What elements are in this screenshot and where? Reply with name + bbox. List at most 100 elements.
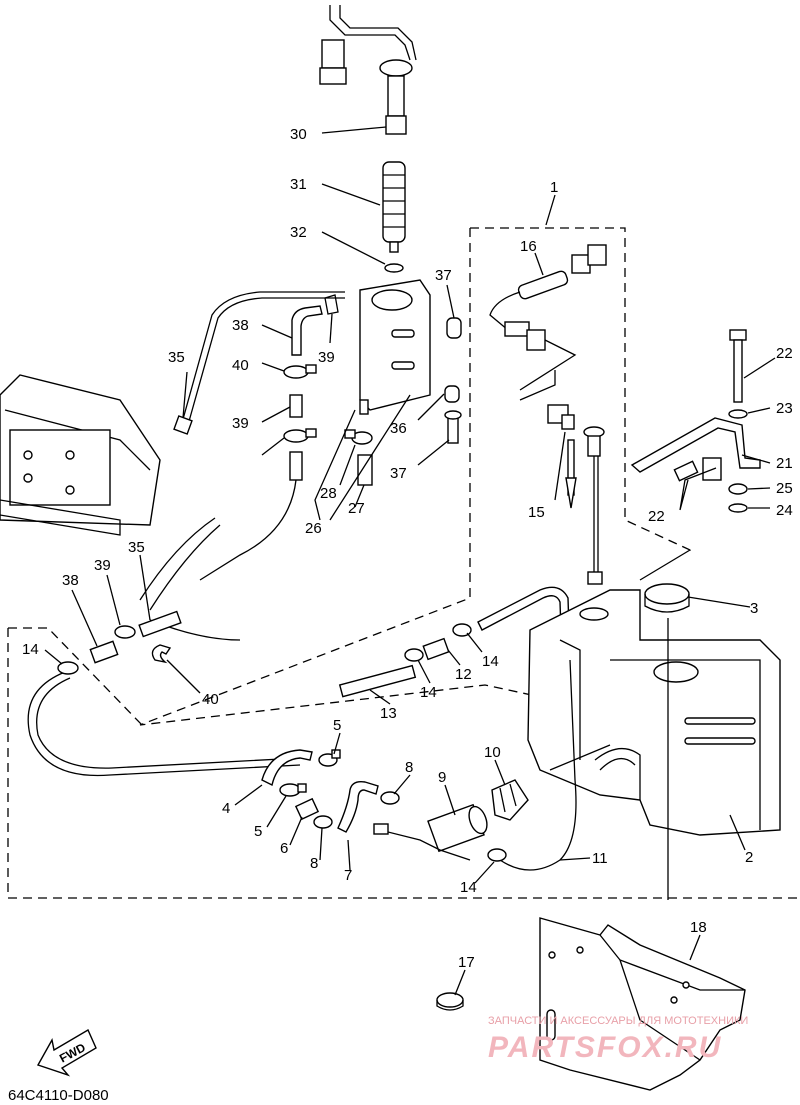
part-22-washer-bottom — [728, 503, 748, 513]
hose-long-left-inner — [36, 677, 301, 769]
part-39-clamp — [114, 625, 136, 639]
callout-34: 38 — [232, 317, 249, 334]
part-27-sensor-lead — [319, 5, 417, 135]
part-20-pad-a — [673, 460, 699, 482]
part-15-level-sensor — [519, 370, 609, 621]
callout-2: 2 — [745, 849, 753, 866]
callout-6: 6 — [280, 840, 288, 857]
part-18-bracket — [539, 917, 746, 1091]
callout-38: 38 — [62, 572, 79, 589]
callout-5-top: 5 — [333, 717, 341, 734]
assembly-1-boundary — [139, 227, 691, 726]
part-2-oil-tank — [527, 589, 781, 836]
callout-36: 39 — [232, 415, 249, 432]
callout-19: 21 — [776, 455, 793, 472]
callout-5-bottom: 5 — [254, 823, 262, 840]
part-38-joint — [89, 640, 119, 664]
part-30-sleeve — [173, 415, 193, 435]
hose-13 — [338, 664, 417, 698]
callout-20: 22 — [648, 508, 665, 525]
engine-cowling — [0, 374, 161, 536]
callout-7: 7 — [344, 867, 352, 884]
part-23-nut — [728, 483, 748, 495]
part-14-clamp-left — [57, 661, 79, 675]
callout-25: 27 — [348, 500, 365, 517]
callout-13: 13 — [380, 705, 397, 722]
part-14-clamp-right — [452, 623, 472, 637]
callout-22-bottom: 24 — [776, 502, 793, 519]
part-35-pipe — [138, 610, 182, 638]
callout-31: 36 — [390, 420, 407, 437]
callout-8-bottom: 8 — [310, 855, 318, 872]
part-5-clamp-lower — [279, 783, 307, 797]
callout-8-top: 8 — [405, 759, 413, 776]
watermark-logo: PARTSFOX.RU — [488, 1031, 722, 1064]
callout-14-left: 14 — [22, 641, 39, 658]
part-5-clamp-upper — [318, 749, 341, 767]
part-32-cap — [446, 317, 462, 339]
callout-14-right: 14 — [482, 653, 499, 670]
part-21-bolt — [729, 329, 747, 403]
callout-21: 22 — [776, 345, 793, 362]
leader-lines — [44, 126, 776, 996]
part-10-filter-cap — [491, 779, 529, 821]
callout-30: 35 — [168, 349, 185, 366]
callout-15: 15 — [528, 504, 545, 521]
part-12-joint — [422, 637, 450, 661]
callout-23: 25 — [776, 480, 793, 497]
callout-14-bottom: 14 — [460, 879, 477, 896]
part-19-bracket — [630, 417, 761, 473]
callout-22-top: 23 — [776, 400, 793, 417]
hose-lower-curve — [199, 479, 297, 581]
callout-27: 30 — [290, 126, 307, 143]
part-39-clip — [324, 294, 339, 315]
watermark-tagline: ЗАПЧАСТИ И АКСЕССУАРЫ ДЛЯ МОТОТЕХНИКИ — [488, 1015, 748, 1027]
part-25-collar — [357, 454, 373, 486]
part-8-clamp-b — [380, 791, 400, 805]
callout-17: 17 — [458, 954, 475, 971]
part-40-clip — [151, 644, 172, 664]
part-3-cap — [644, 583, 690, 613]
oil-tank-group-boundary — [7, 627, 800, 899]
callout-33: 37 — [390, 465, 407, 482]
part-37-clamp-b — [283, 428, 317, 443]
hose-7 — [337, 780, 379, 833]
hose-30-inner — [185, 297, 345, 433]
callout-39-left: 39 — [94, 557, 111, 574]
callout-40: 40 — [202, 691, 219, 708]
part-6-joint — [294, 797, 320, 821]
callout-12: 12 — [455, 666, 472, 683]
callout-11: 11 — [592, 850, 608, 867]
callout-10: 10 — [484, 744, 501, 761]
part-31-grommet — [444, 385, 460, 403]
fwd-arrow-icon: FWD — [36, 1028, 97, 1077]
callout-28: 31 — [290, 176, 307, 193]
callout-32: 37 — [435, 267, 452, 284]
part-22-washer-top — [728, 409, 748, 419]
callout-39-top: 39 — [318, 349, 335, 366]
part-28-filter — [382, 161, 406, 253]
hose-short — [289, 451, 303, 481]
callout-29: 32 — [290, 224, 307, 241]
hose-30 — [179, 291, 345, 431]
hose-4 — [261, 749, 313, 787]
part-17-plug — [436, 992, 464, 1011]
callout-24: 26 — [305, 520, 322, 537]
part-33-bolt — [444, 410, 462, 444]
callout-1: 1 — [550, 179, 558, 196]
part-14-clamp-mid — [404, 648, 424, 662]
part-8-clamp-a — [313, 815, 333, 829]
part-36-joint — [289, 394, 303, 418]
callout-16: 16 — [520, 238, 537, 255]
hose-34 — [291, 305, 323, 356]
part-14-clamp-bottom — [487, 848, 507, 862]
callout-37-a: 40 — [232, 357, 249, 374]
part-16-harness — [489, 244, 607, 391]
part-9-pump — [373, 803, 488, 861]
part-29-washer — [384, 263, 404, 273]
callout-3: 3 — [750, 600, 758, 617]
callout-18: 18 — [690, 919, 707, 936]
diagram-code: 64C4110-D080 — [8, 1087, 109, 1104]
callout-26: 28 — [320, 485, 337, 502]
